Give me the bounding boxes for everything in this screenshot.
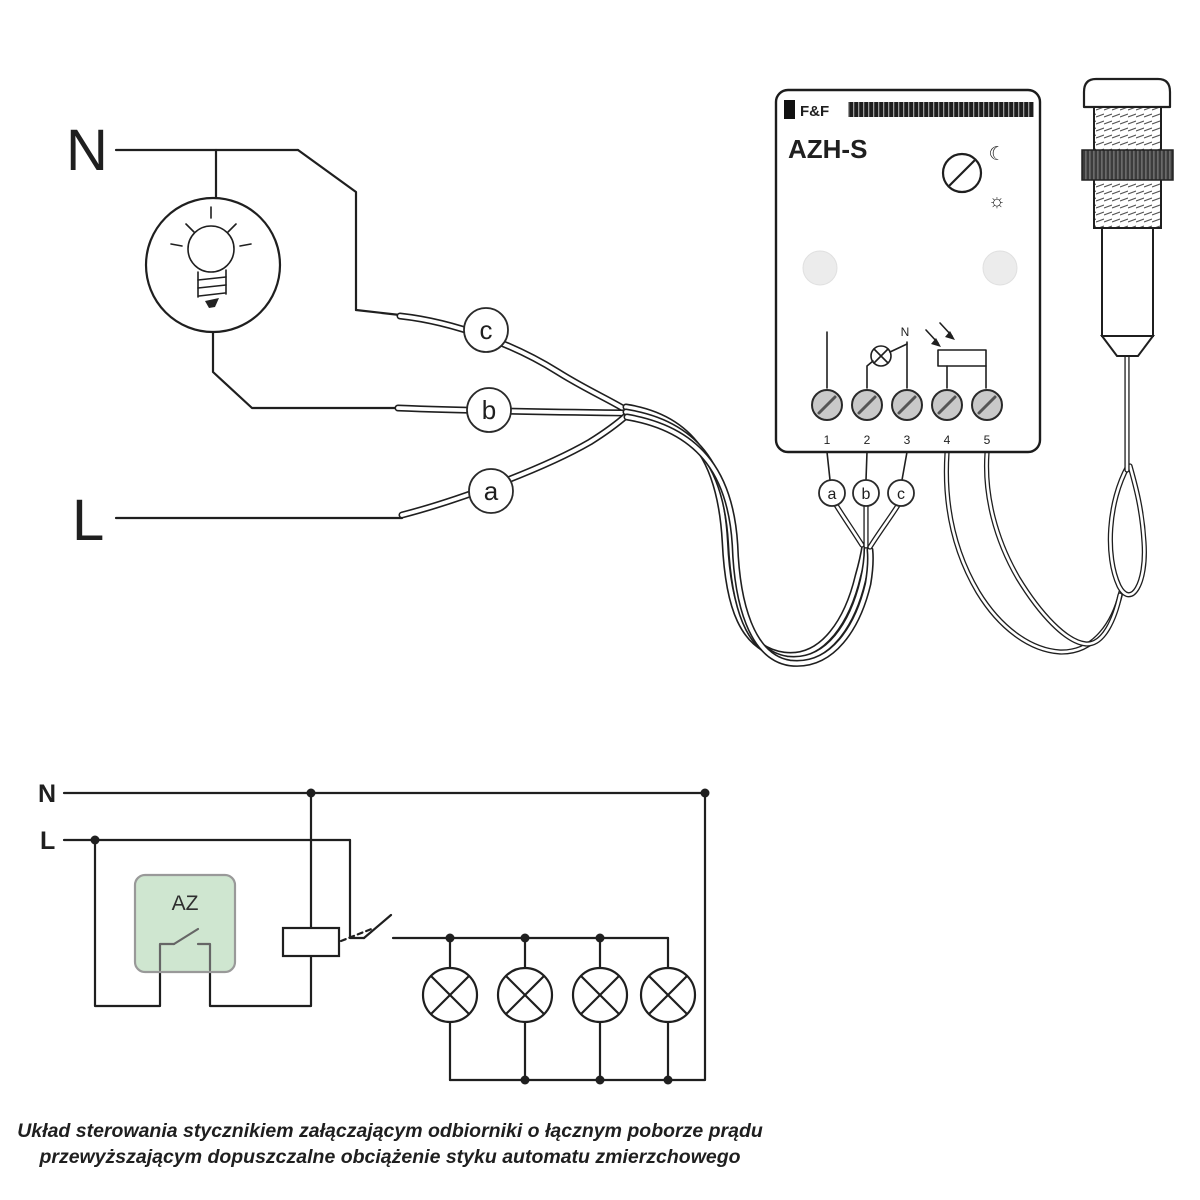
sensitivity-knob[interactable] <box>941 152 983 194</box>
mounting-hole-left <box>802 250 838 286</box>
az-box-label: AZ <box>172 892 199 915</box>
contactor-coil <box>281 926 341 958</box>
svg-text:b: b <box>862 486 871 503</box>
moon-icon: ☾ <box>988 144 1005 165</box>
bottom-schematic: N L <box>38 780 710 1085</box>
caption: Układ sterowania stycznikiem załączający… <box>17 1120 763 1168</box>
az-internal-contact <box>158 927 212 972</box>
label-strip <box>848 102 1034 117</box>
terminal-pictograms: N <box>826 322 987 389</box>
caption-line-2: przewyższającym dopuszczalne obciążenie … <box>38 1146 740 1168</box>
caption-line-1: Układ sterowania stycznikiem załączający… <box>17 1120 763 1142</box>
lamp-screw-base <box>197 269 227 308</box>
az-box: AZ <box>133 873 237 974</box>
photo-sensor-probe <box>1081 77 1174 357</box>
svg-text:a: a <box>484 476 499 506</box>
phase-n-label: N <box>66 118 108 183</box>
top-wiring-diagram: N L <box>66 77 1174 663</box>
photoresistor-icon <box>925 322 987 389</box>
lamp-icon-1 <box>421 966 479 1024</box>
lamp-load-icons <box>421 966 697 1024</box>
schematic-lines <box>62 791 707 1082</box>
azh-s-device: F&F AZH-S ☾ ☼ N <box>774 88 1042 454</box>
svg-text:4: 4 <box>944 433 951 447</box>
schematic-l-label: L <box>40 827 55 855</box>
phase-l-label: L <box>72 488 104 553</box>
probe-knurled-nut <box>1081 149 1174 181</box>
svg-text:F&F: F&F <box>800 103 829 120</box>
screw-terminals[interactable] <box>811 389 1003 421</box>
probe-lower-body <box>1101 227 1154 337</box>
lamp-pictogram-icon <box>870 345 892 367</box>
mechanical-link-dashed <box>339 926 376 943</box>
mounting-hole-right <box>982 250 1018 286</box>
ff-logo: F&F <box>784 100 829 120</box>
wire-label-b: b <box>466 387 512 433</box>
svg-text:2: 2 <box>864 433 871 447</box>
supply-lines <box>114 148 404 520</box>
device-wire-links <box>826 451 908 481</box>
wire-label-c: c <box>463 307 509 353</box>
probe-cap <box>1082 77 1172 109</box>
pictogram-n-label: N <box>901 325 910 339</box>
svg-text:3: 3 <box>904 433 911 447</box>
probe-taper <box>1100 335 1155 357</box>
device-wire-label-a: a <box>818 479 846 507</box>
sun-icon: ☼ <box>988 191 1005 212</box>
wire-label-a: a <box>468 468 514 514</box>
lamp-symbol <box>144 196 282 334</box>
svg-text:1: 1 <box>824 433 831 447</box>
lamp-icon-3 <box>571 966 629 1024</box>
device-model-label: AZH-S <box>788 134 867 164</box>
svg-text:a: a <box>828 486 837 503</box>
junction-dots <box>90 788 710 1085</box>
device-wire-label-b: b <box>852 479 880 507</box>
svg-text:c: c <box>897 486 905 503</box>
schematic-n-label: N <box>38 780 56 808</box>
terminal-numbers: 1 2 3 4 5 <box>824 433 991 447</box>
svg-text:b: b <box>482 395 496 425</box>
lamp-rays <box>170 206 252 247</box>
svg-text:5: 5 <box>984 433 991 447</box>
device-wire-label-c: c <box>887 479 915 507</box>
lamp-icon-4 <box>639 966 697 1024</box>
svg-text:c: c <box>480 315 493 345</box>
lamp-icon-2 <box>496 966 554 1024</box>
